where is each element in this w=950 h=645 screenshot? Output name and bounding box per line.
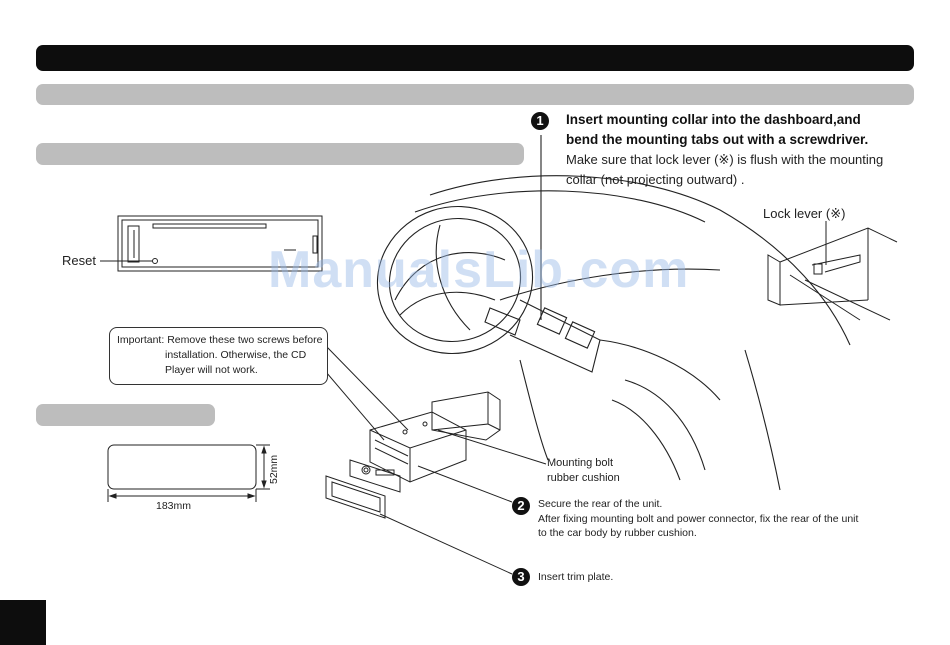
- reset-label: Reset: [62, 253, 96, 268]
- step3-number-badge: 3: [512, 568, 530, 586]
- subsection-gray-bar-left: [36, 143, 524, 165]
- step2-body: After fixing mounting bolt and power con…: [538, 512, 859, 540]
- step3-title: Insert trim plate.: [538, 571, 614, 583]
- mounting-bolt-line1: Mounting bolt: [547, 457, 614, 469]
- step2-text: Secure the rear of the unit. After fixin…: [538, 497, 868, 541]
- important-callout-box: [109, 327, 328, 385]
- lock-lever-label: Lock lever (※): [763, 206, 846, 221]
- section-gray-bar: [36, 84, 914, 105]
- mounting-bolt-line2: rubber cushion: [547, 472, 620, 484]
- watermark: ManualsLib.com: [268, 241, 690, 299]
- front-panel-drawing: [100, 215, 323, 272]
- important-line3: Player will not work.: [165, 364, 258, 376]
- dimension-height-label: 52mm: [268, 454, 280, 484]
- unit-exploded-drawing: [325, 391, 547, 575]
- faceplate-dimension-drawing: [107, 444, 270, 502]
- mounting-bolt-label: Mounting bolt rubber cushion: [547, 456, 620, 486]
- important-line1: Remove these two screws before: [167, 334, 323, 346]
- dimension-width-label: 183mm: [156, 500, 192, 512]
- step1-title: Insert mounting collar into the dashboar…: [566, 112, 869, 147]
- lock-lever-detail: [767, 221, 898, 321]
- important-callout-text: Important: Remove these two screws befor…: [117, 333, 323, 378]
- important-line2: installation. Otherwise, the CD: [165, 349, 307, 361]
- step2-number-badge: 2: [512, 497, 530, 515]
- subsection-gray-bar-small: [36, 404, 215, 426]
- page-corner-tab: [0, 600, 46, 645]
- callout-leaders: [325, 345, 409, 441]
- step1-number-badge: 1: [531, 112, 549, 130]
- important-prefix: Important:: [117, 334, 165, 346]
- header-black-bar: [36, 45, 914, 71]
- step1-body: Make sure that lock lever (※) is flush w…: [566, 152, 884, 187]
- step2-title: Secure the rear of the unit.: [538, 498, 663, 510]
- dashboard-drawing: [376, 135, 851, 491]
